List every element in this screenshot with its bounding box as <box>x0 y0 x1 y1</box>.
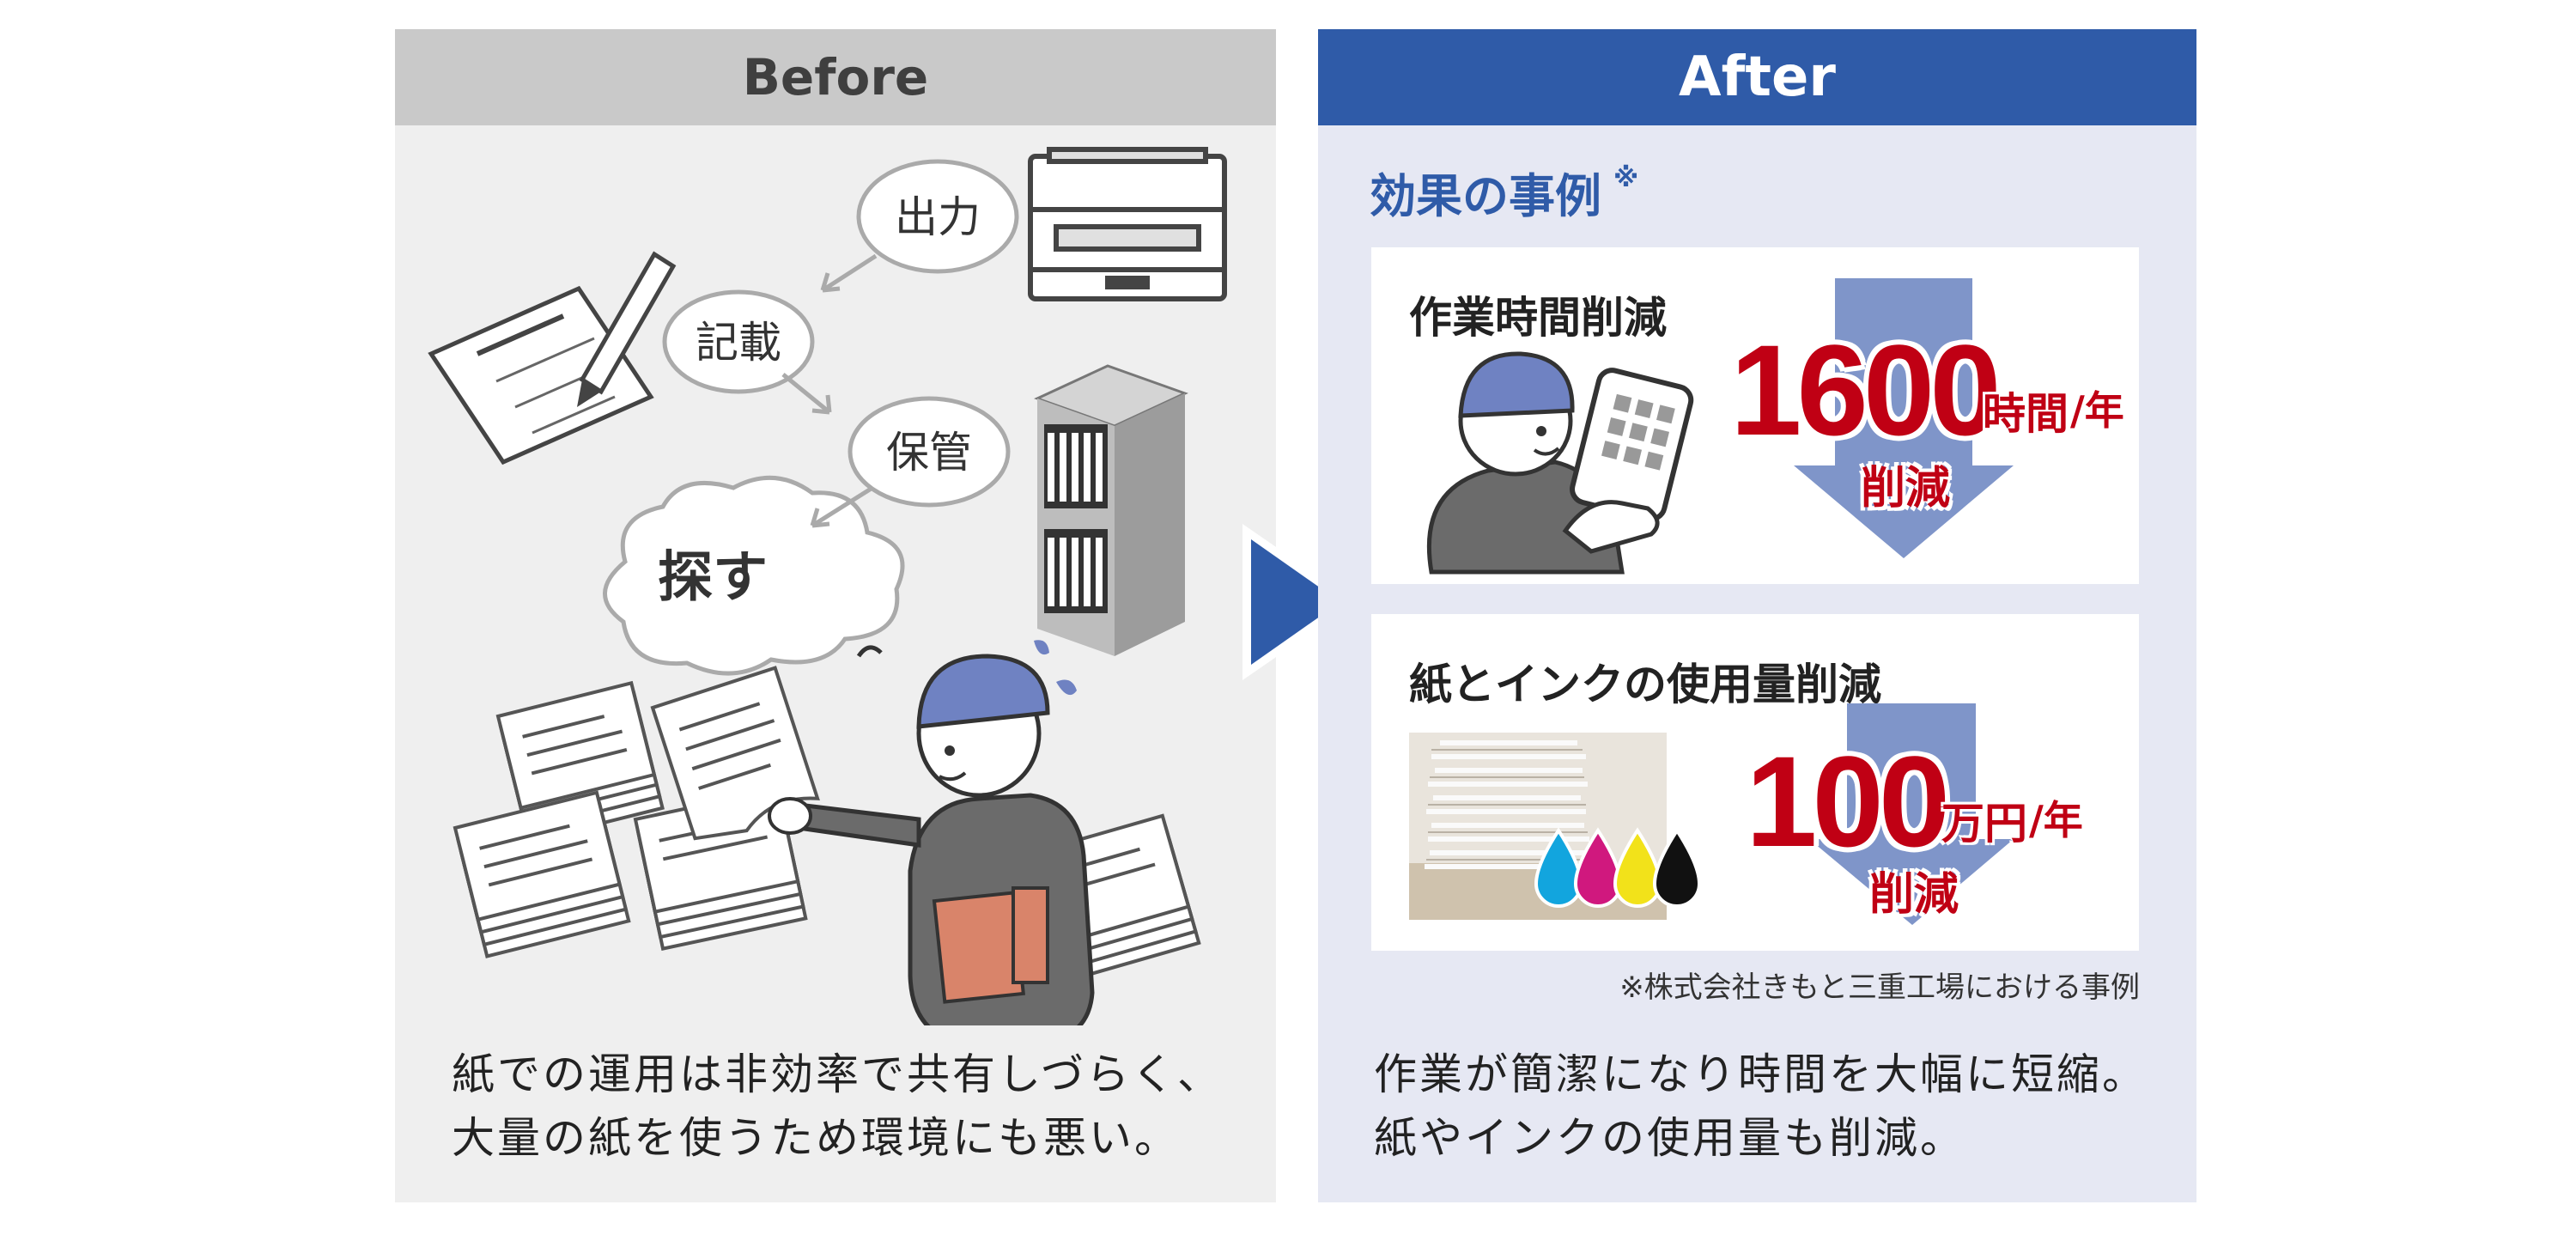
effect-subhead-text: 効果の事例 <box>1370 169 1601 223</box>
cabinet-icon <box>1034 364 1188 656</box>
after-caption-line2: 紙やインクの使用量も削減。 <box>1374 1113 1965 1163</box>
card2-value: 100 <box>1746 729 1950 873</box>
down-arrow-icon <box>1794 278 2014 558</box>
card1-title: 作業時間削減 <box>1409 293 1667 343</box>
card-work-time: 作業時間削減 1600 時間 /年 削減 <box>1371 247 2139 584</box>
flow-search: 探す <box>658 546 768 610</box>
bubble-output <box>856 159 1019 274</box>
before-caption-line2: 大量の紙を使うため環境にも悪い。 <box>452 1113 1180 1163</box>
bubble-store <box>848 396 1011 508</box>
after-header: After <box>1318 29 2196 125</box>
after-panel: After 効果の事例 ※ 作業時間削減 1600 <box>1318 29 2196 1202</box>
down-arrow-icon <box>1809 703 2014 925</box>
before-illustration: 出力 記載 保管 探す <box>428 147 1227 1025</box>
card1-reduce: 削減 <box>1861 463 1951 514</box>
bubble-search <box>603 475 905 676</box>
worker-searching <box>768 640 1095 1025</box>
flow-arrows <box>781 253 878 528</box>
card2-reduce: 削減 <box>1869 869 1959 921</box>
ink-drops-icon <box>1534 827 1702 908</box>
card2-title: 紙とインクの使用量削減 <box>1409 660 1881 709</box>
before-caption-line1: 紙での運用は非効率で共有しづらく、 <box>452 1049 1223 1099</box>
transition-arrow-icon <box>1242 524 1356 680</box>
card2-per: /年 <box>2029 797 2083 843</box>
printer-icon <box>1028 147 1227 301</box>
card2-unit: 万円 <box>1941 799 2027 849</box>
flow-output: 出力 <box>895 192 981 242</box>
worker-tablet-icon <box>1426 351 1694 575</box>
effect-subhead: 効果の事例 ※ <box>1370 158 1638 226</box>
paper-stacks <box>453 666 1201 983</box>
before-header: Before <box>395 29 1276 125</box>
bubble-write <box>662 289 815 394</box>
subhead-note-mark: ※ <box>1613 163 1639 193</box>
card1-value: 1600 <box>1730 318 2002 462</box>
before-caption: 紙での運用は非効率で共有しづらく、 大量の紙を使うため環境にも悪い。 <box>452 1043 1223 1170</box>
after-caption: 作業が簡潔になり時間を大幅に短縮。 紙やインクの使用量も削減。 <box>1374 1043 2148 1170</box>
card1-unit: 時間 <box>1983 389 2069 439</box>
case-footnote: ※株式会社きもと三重工場における事例 <box>1619 970 2140 1005</box>
after-caption-line1: 作業が簡潔になり時間を大幅に短縮。 <box>1374 1049 2148 1099</box>
flow-write: 記載 <box>696 318 781 368</box>
flow-store: 保管 <box>886 428 972 478</box>
before-panel: Before 出力 記載 保管 探す <box>395 29 1276 1202</box>
card-paper-ink: 紙とインクの使用量削減 <box>1371 614 2139 951</box>
card1-per: /年 <box>2070 387 2124 434</box>
document-pencil-icon <box>428 251 677 465</box>
